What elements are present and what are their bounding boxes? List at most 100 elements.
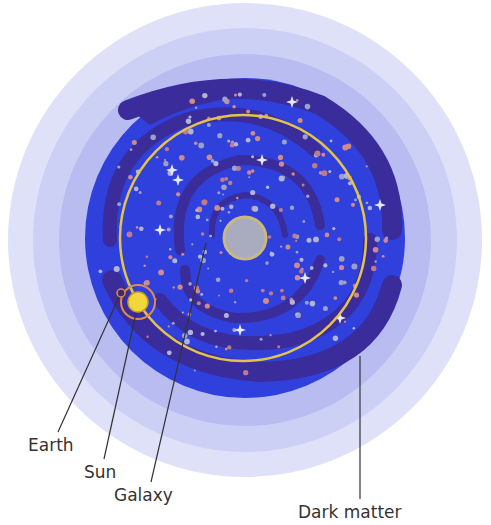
sun [128,292,148,312]
star-dot [294,262,300,268]
sparkle [256,154,268,166]
star-dot [305,301,309,305]
star-dot [234,142,238,146]
star-dot [172,322,175,325]
star-dot [158,270,164,276]
star-dot [188,282,192,286]
star-dot [207,155,213,161]
star-dot [312,163,317,168]
star-dot [146,336,148,338]
sparkle [286,96,298,108]
star-dot [366,201,369,204]
star-dot [201,232,205,236]
star-dot [310,301,316,307]
earth-label: Earth [28,436,74,455]
star-dot [262,93,266,97]
star-dot [296,251,299,254]
star-dot [99,269,103,273]
star-dot [383,238,388,243]
star-dot [333,296,337,300]
star-dot [196,215,201,220]
star-dot [261,289,265,293]
galaxy-label: Galaxy [114,486,173,505]
star-dot [251,131,256,136]
star-dot [229,289,234,294]
star-dot [205,303,210,308]
star-dot [295,240,297,242]
star-dot [295,275,300,280]
star-dot [114,266,120,272]
star-dot [222,193,224,195]
galaxy-disc [85,78,405,398]
star-dot [270,252,275,257]
star-dot [260,338,263,341]
leader-lines [58,243,360,499]
star-dot [201,200,207,206]
star-dot [198,254,202,258]
star-dot [234,94,237,97]
star-dot [220,251,223,254]
star-dot [200,293,203,296]
star-dot [143,264,146,267]
star-dot [339,174,345,180]
star-dot [218,294,220,296]
star-dot [366,165,368,167]
star-dot [236,197,239,200]
star-dot [281,296,286,301]
leader-line [58,297,119,432]
star-dot [195,107,198,110]
star-dot [136,226,139,229]
star-dot [325,233,330,238]
star-dot [263,298,269,304]
star-dot [189,298,192,301]
star-dot [305,104,311,110]
star-dot [194,141,198,145]
star-dot [335,197,340,202]
star-dot [168,325,170,327]
star-dot [228,181,232,185]
star-dot [173,286,175,288]
star-dot [283,176,285,178]
star-dot [214,205,220,211]
sparkle [166,164,178,176]
star-dot [117,202,121,206]
star-dot [168,255,172,259]
star-dot [206,219,209,222]
star-dot [202,93,207,98]
star-dot [375,260,377,262]
star-dot [216,278,221,283]
star-dot [232,105,236,109]
star-dot [198,143,204,149]
star-dot [169,215,173,219]
leader-line [104,313,136,459]
star-dot [278,155,283,160]
star-dot [132,140,137,145]
sparkle [154,224,166,236]
star-dot [270,334,272,336]
star-dot [296,99,299,102]
star-dot [217,133,222,138]
star-dot [280,289,284,293]
star-dot [234,301,236,303]
star-dot [178,285,183,290]
star-dot [213,161,218,166]
star-dot [299,258,303,262]
star-dot [332,227,335,230]
star-dot [328,170,331,173]
star-dot [250,190,255,195]
star-dot [215,346,217,348]
galactic-bulge [224,217,266,259]
star-dot [182,311,184,313]
star-dot [303,134,308,139]
star-dot [243,370,248,375]
star-dot [146,255,149,258]
star-dot [217,191,220,194]
star-dot [225,348,228,351]
star-dot [188,330,193,335]
star-dot [130,148,133,151]
star-dot [172,258,177,263]
star-dot [224,177,228,181]
star-dot [203,199,208,204]
star-dot [323,306,328,311]
dark-matter-halo-outer [8,3,482,477]
